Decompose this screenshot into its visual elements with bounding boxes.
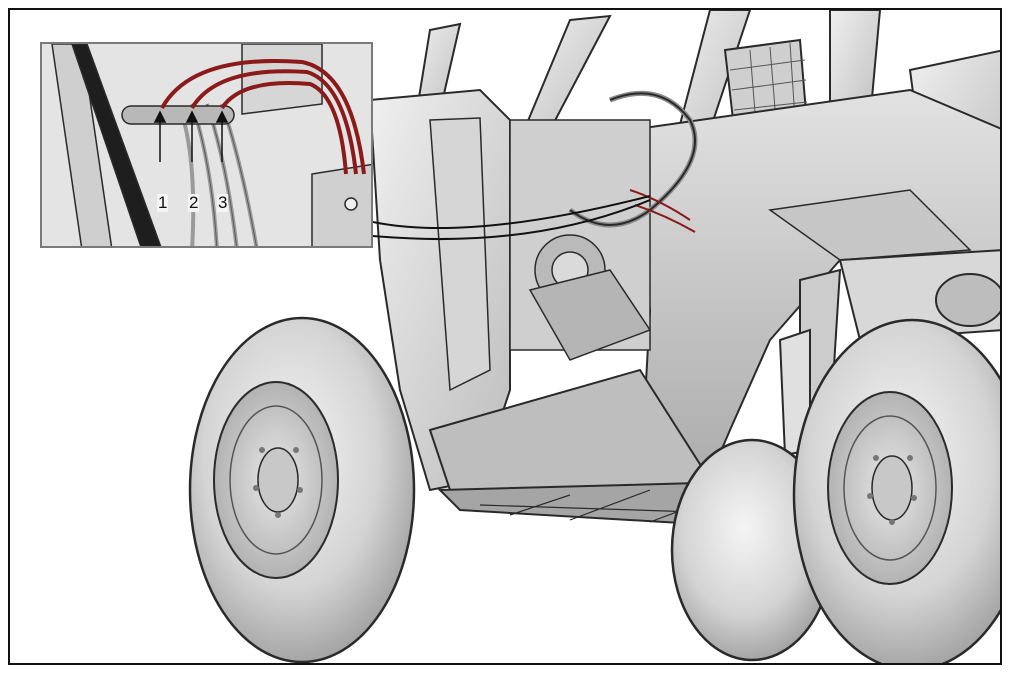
callout-label-2: 2 (188, 193, 200, 212)
engine-bay (509, 90, 698, 361)
detail-inset: 1 2 3 (40, 42, 373, 248)
diagram-frame: 1 2 3 (8, 8, 1002, 665)
vehicle-illustration (188, 10, 1000, 663)
inset-leader-lines (372, 195, 651, 241)
rear-wheel (792, 318, 1000, 663)
front-wheel (188, 316, 416, 663)
callout-arrows (153, 110, 229, 162)
callout-label-1: 1 (157, 193, 169, 212)
callout-label-3: 3 (217, 193, 229, 212)
